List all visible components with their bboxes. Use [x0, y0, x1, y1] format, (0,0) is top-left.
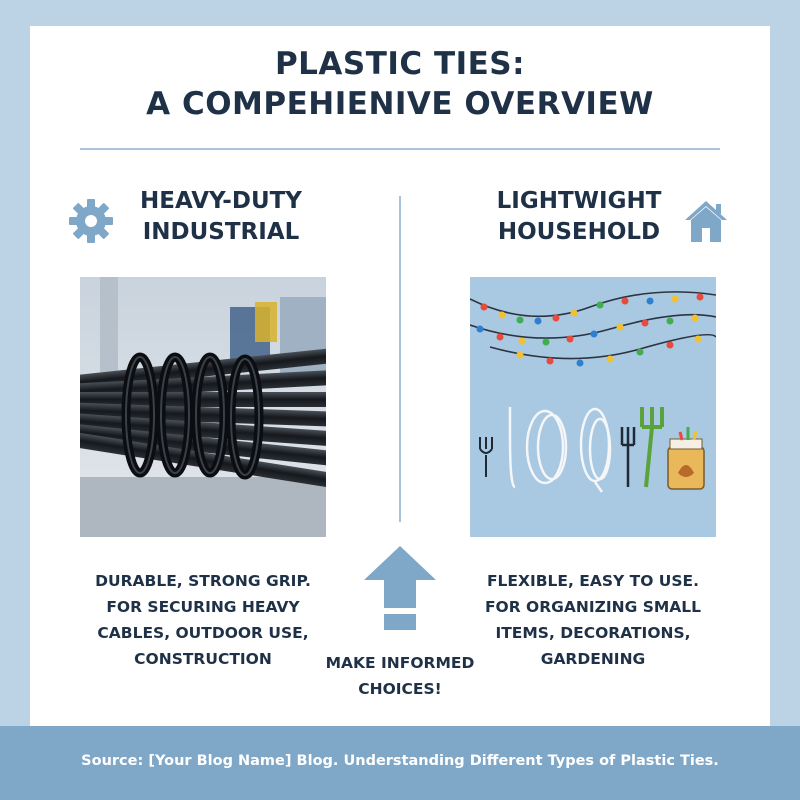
household-items-photo [470, 277, 716, 537]
make-informed-choices-text: MAKE INFORMED CHOICES! [310, 650, 490, 702]
industrial-cable-photo [80, 277, 326, 537]
title-line-1: PLASTIC TIES: [274, 46, 526, 82]
heavy-duty-description-line-1: DURABLE, STRONG GRIP. [95, 572, 311, 590]
house-icon [685, 201, 727, 242]
household-description-line-1: FLEXIBLE, EASY TO USE. [486, 572, 700, 590]
heavy-duty-description-line-4: CONSTRUCTION [134, 650, 272, 668]
heavy-duty-description-line-3: CABLES, OUTDOOR USE, [97, 624, 309, 642]
up-arrow-icon [364, 546, 436, 630]
page-title: PLASTIC TIES: A COMPEHIENIVE OVERVIEW [0, 44, 800, 124]
heavy-duty-description: DURABLE, STRONG GRIP. FOR SECURING HEAVY… [78, 568, 328, 672]
source-text: Source: [Your Blog Name] Blog. Understan… [81, 753, 719, 769]
cta-line-2: CHOICES! [358, 680, 442, 698]
household-heading-line-1: LIGHTWIGHT [496, 188, 662, 214]
heavy-duty-heading: HEAVY-DUTY INDUSTRIAL [128, 186, 314, 248]
household-heading: LIGHTWIGHT HOUSEHOLD [486, 186, 672, 248]
title-divider [80, 148, 720, 150]
household-description: FLEXIBLE, EASY TO USE. FOR ORGANIZING SM… [470, 568, 716, 672]
cta-line-1: MAKE INFORMED [325, 654, 475, 672]
household-description-line-4: GARDENING [540, 650, 646, 668]
heavy-duty-description-line-2: FOR SECURING HEAVY [106, 598, 300, 616]
household-description-line-3: ITEMS, DECORATIONS, [495, 624, 691, 642]
heavy-duty-heading-line-2: INDUSTRIAL [142, 219, 300, 245]
title-line-2: A COMPEHIENIVE OVERVIEW [146, 86, 654, 122]
gear-icon [69, 199, 113, 243]
source-footer: Source: [Your Blog Name] Blog. Understan… [0, 726, 800, 800]
household-description-line-2: FOR ORGANIZING SMALL [484, 598, 702, 616]
heavy-duty-heading-line-1: HEAVY-DUTY [140, 188, 302, 214]
center-divider [399, 196, 401, 522]
household-heading-line-2: HOUSEHOLD [497, 219, 661, 245]
